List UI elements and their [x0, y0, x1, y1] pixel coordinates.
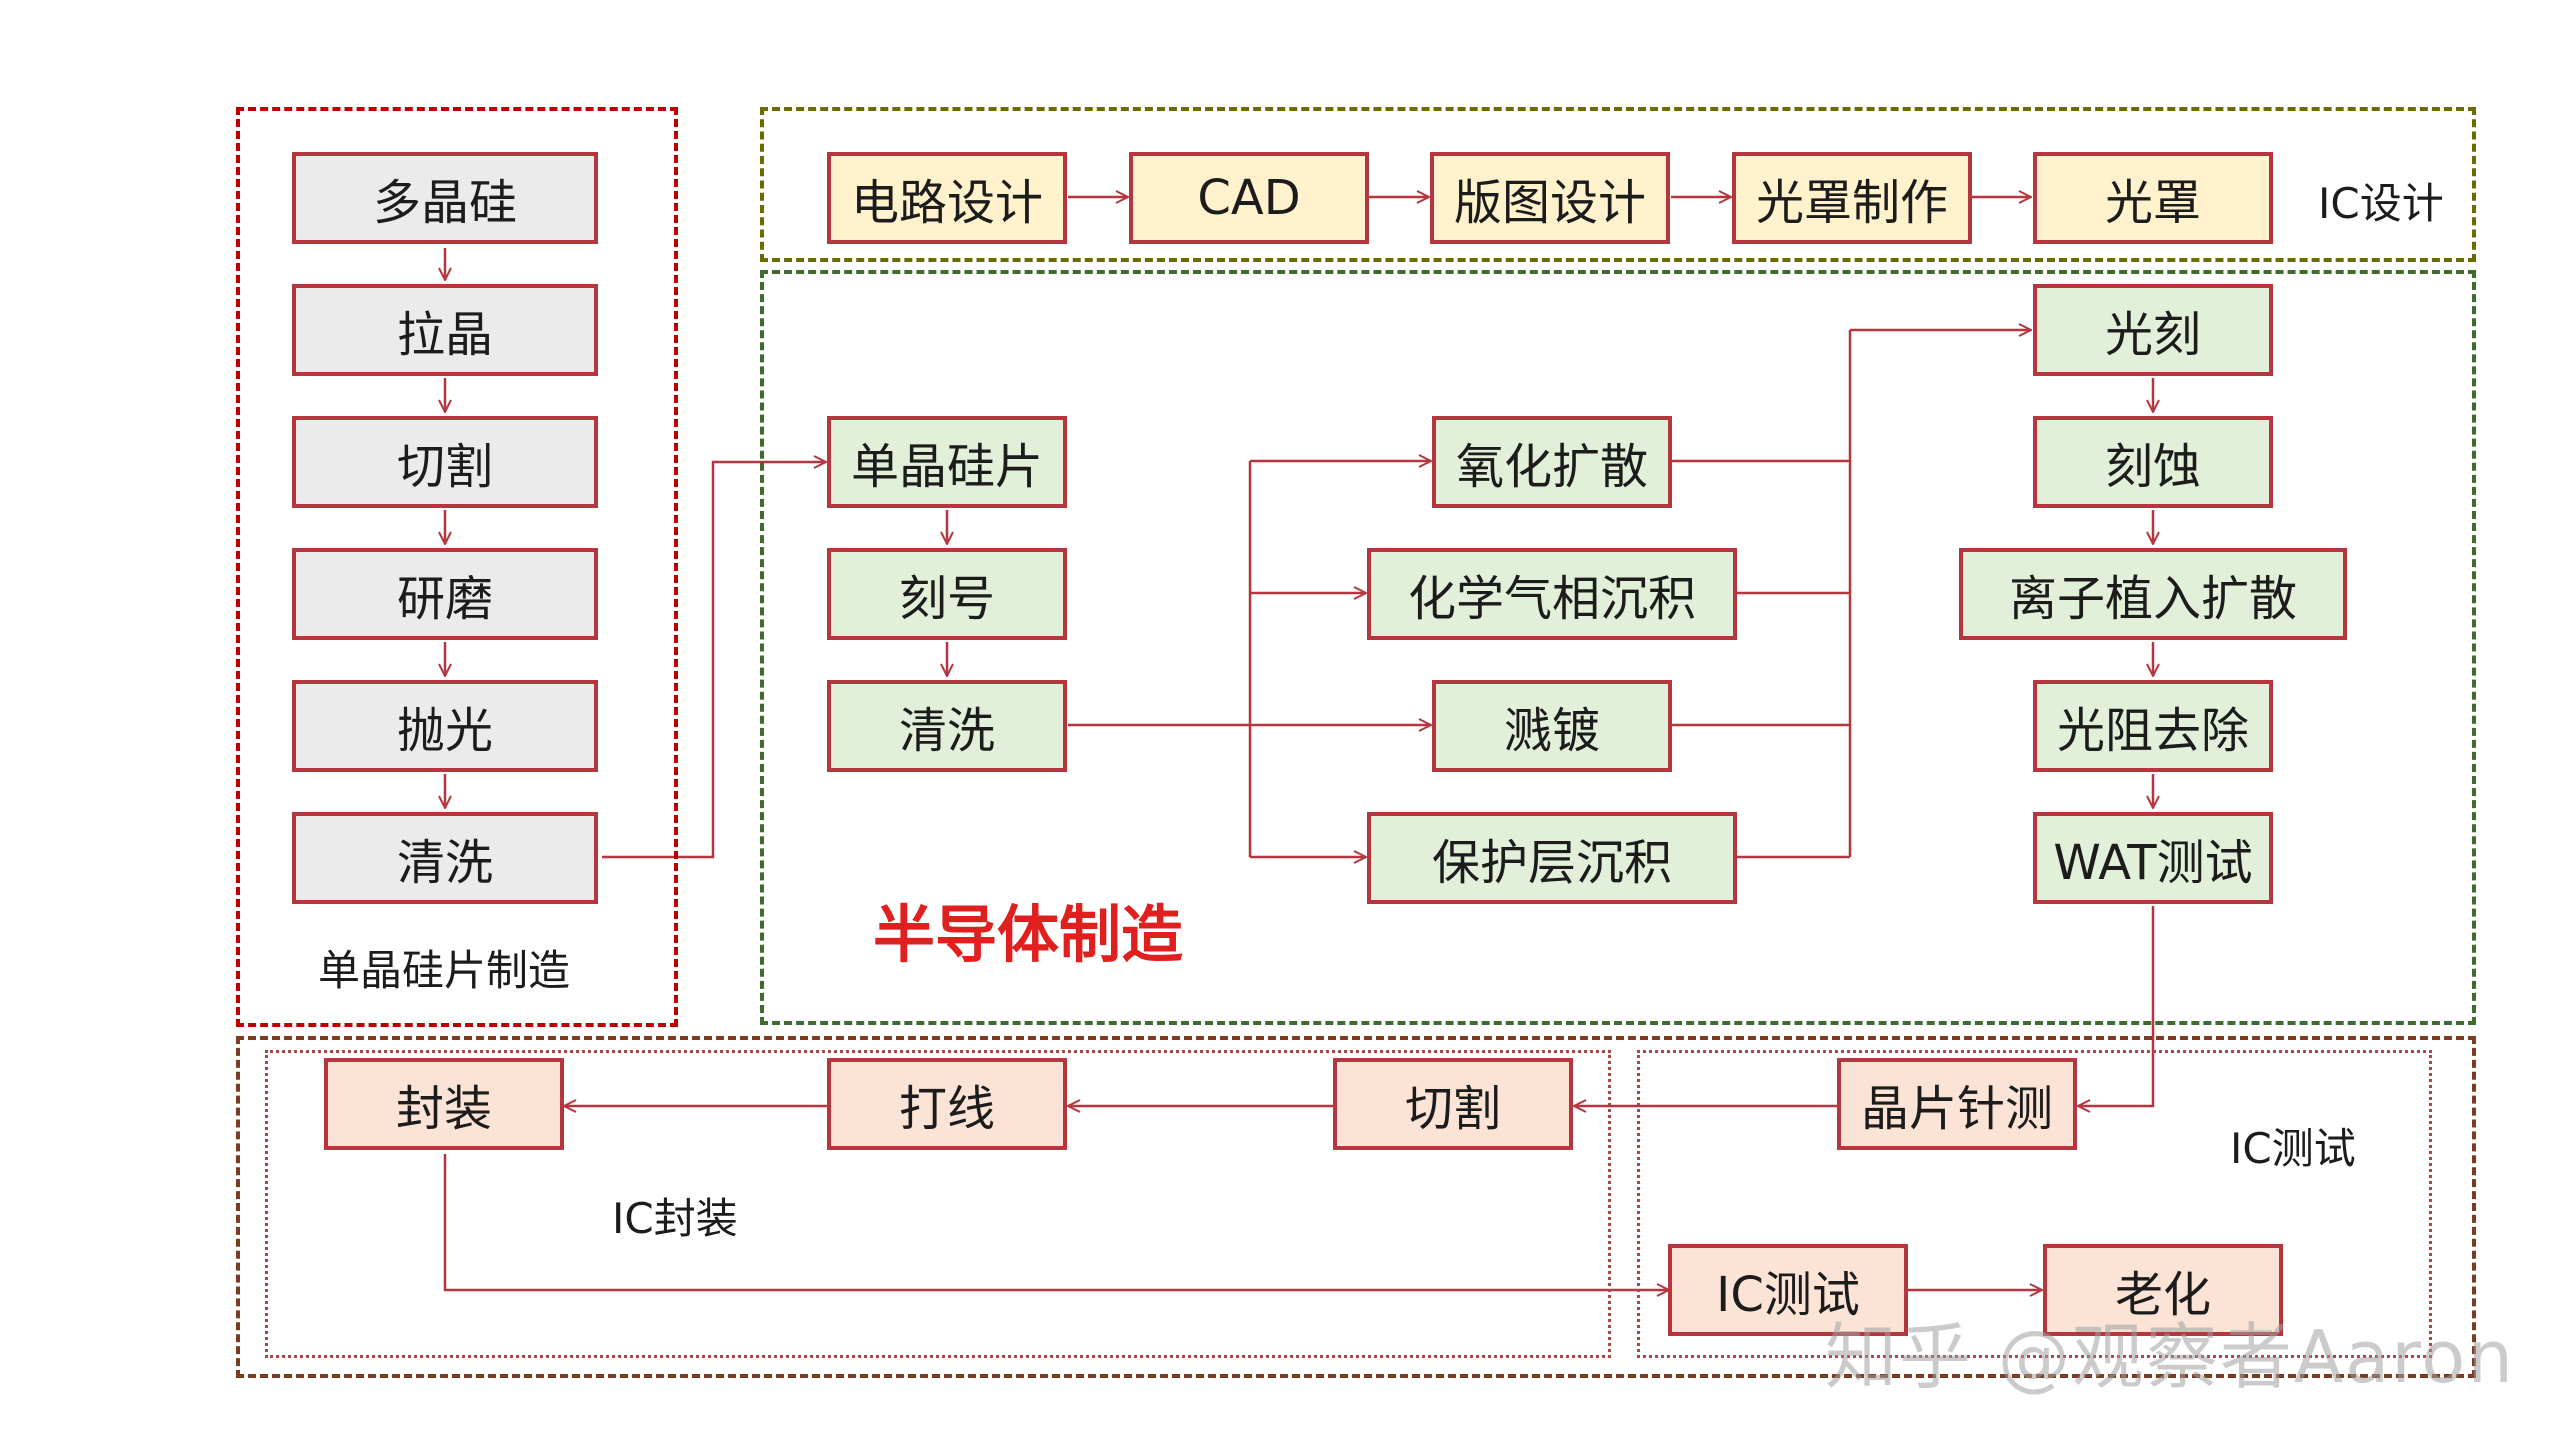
step-oxidation-diffusion: 氧化扩散 — [1432, 416, 1672, 508]
step-polysilicon: 多晶硅 — [292, 152, 598, 244]
fab-section-title: 半导体制造 — [873, 898, 1184, 971]
wafer-section-label: 单晶硅片制造 — [318, 946, 571, 995]
step-slicing: 切割 — [292, 416, 598, 508]
watermark-text: 知乎 @观察者Aaron — [1825, 1315, 2515, 1399]
step-lapping: 研磨 — [292, 548, 598, 640]
step-packaging: 封装 — [324, 1058, 564, 1150]
step-wat-test: WAT测试 — [2033, 812, 2273, 904]
wafer-section-frame — [236, 107, 678, 1027]
step-etching: 刻蚀 — [2033, 416, 2273, 508]
arrow-wafer-to-fab — [602, 462, 826, 859]
step-layout-design: 版图设计 — [1430, 152, 1670, 244]
ic-design-section-label: IC设计 — [2318, 179, 2444, 228]
step-ic-test: IC测试 — [1668, 1244, 1908, 1336]
step-circuit-design: 电路设计 — [827, 152, 1067, 244]
packaging-section-label: IC封装 — [612, 1194, 738, 1243]
step-dicing: 切割 — [1333, 1058, 1573, 1150]
step-mask-making: 光罩制作 — [1732, 152, 1972, 244]
packaging-section-frame — [265, 1050, 1611, 1358]
step-ion-implant-diffusion: 离子植入扩散 — [1959, 548, 2347, 640]
step-wafer-probe: 晶片针测 — [1837, 1058, 2077, 1150]
step-photomask: 光罩 — [2033, 152, 2273, 244]
ic-design-section-frame — [760, 107, 2476, 262]
step-wire-bonding: 打线 — [827, 1058, 1067, 1150]
step-crystal-pulling: 拉晶 — [292, 284, 598, 376]
step-wafer-cleaning: 清洗 — [292, 812, 598, 904]
testing-section-label: IC测试 — [2230, 1124, 2356, 1173]
step-sputtering: 溅镀 — [1432, 680, 1672, 772]
step-lithography: 光刻 — [2033, 284, 2273, 376]
arrow-packaging-to-ictest — [443, 1154, 1669, 1290]
step-burn-in: 老化 — [2043, 1244, 2283, 1336]
step-cad: CAD — [1129, 152, 1369, 244]
step-laser-marking: 刻号 — [827, 548, 1067, 640]
step-single-crystal-wafer: 单晶硅片 — [827, 416, 1067, 508]
step-cvd: 化学气相沉积 — [1367, 548, 1737, 640]
step-fab-cleaning: 清洗 — [827, 680, 1067, 772]
step-passivation-deposition: 保护层沉积 — [1367, 812, 1737, 904]
step-polishing: 抛光 — [292, 680, 598, 772]
step-photoresist-strip: 光阻去除 — [2033, 680, 2273, 772]
backend-section-frame — [236, 1036, 2476, 1378]
arrow-wat-to-probe — [2078, 906, 2155, 1106]
fab-section-frame — [760, 270, 2476, 1025]
testing-section-frame — [1637, 1050, 2432, 1358]
